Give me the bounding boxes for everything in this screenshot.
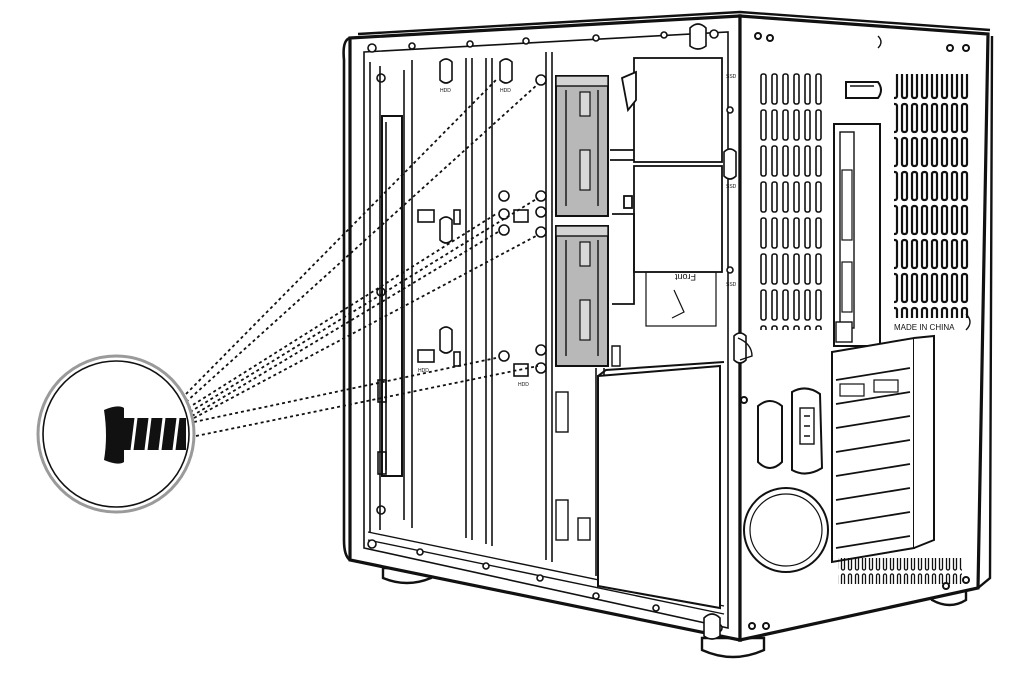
side-vent-left — [756, 70, 822, 330]
ssd-label-2: SSD — [726, 184, 737, 190]
screw-icon — [104, 406, 186, 464]
ssd-trays — [610, 57, 723, 327]
hdd-label-4: HDD — [518, 382, 529, 388]
frame-screws — [367, 23, 747, 640]
ssd-label-1: SSD — [726, 74, 737, 80]
ssd-label-3: SSD — [726, 282, 737, 288]
front-label: Front — [674, 272, 696, 282]
made-in-china-label: MADE IN CHINA — [894, 323, 955, 332]
hdd-cage-lower — [555, 225, 609, 367]
hdd-cage-upper — [555, 75, 609, 217]
callout-leader-lines — [185, 79, 539, 437]
printed-labels: MADE IN CHINA Front SSD SSD SSD HDD HDD … — [418, 74, 955, 388]
left-rail — [369, 62, 405, 532]
hdd-label-3: HDD — [418, 368, 429, 374]
psu-shroud — [555, 345, 725, 610]
hdd-label-2: HDD — [500, 88, 511, 94]
hdd-label-1: HDD — [440, 88, 451, 94]
screw-callout — [36, 354, 196, 514]
side-panel-details — [737, 32, 994, 630]
side-vent-right — [894, 74, 970, 318]
